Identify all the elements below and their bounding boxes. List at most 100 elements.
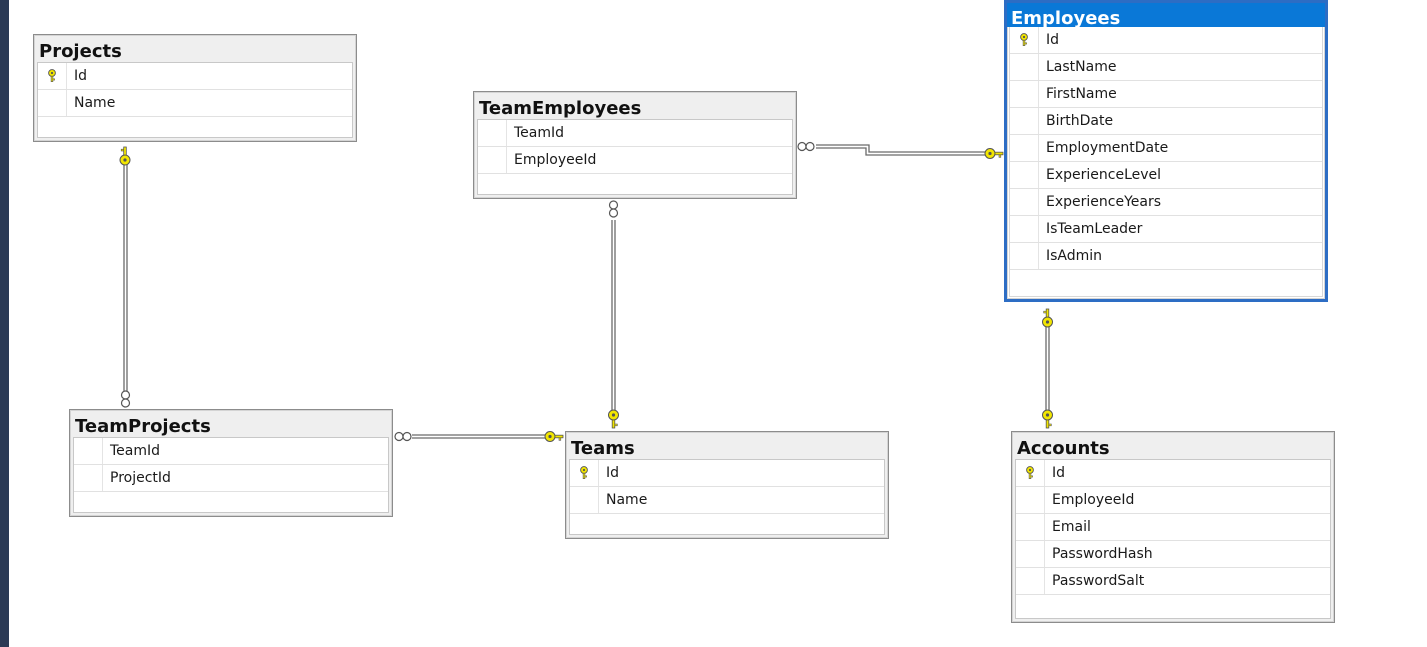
empty-column-row[interactable] bbox=[570, 514, 884, 541]
row-selector bbox=[1010, 27, 1039, 53]
column-name: Email bbox=[1052, 519, 1091, 535]
column-name: Name bbox=[74, 95, 116, 111]
infinity-icon bbox=[797, 141, 815, 152]
empty-column-row[interactable] bbox=[1016, 595, 1330, 622]
column-row[interactable]: IsTeamLeader bbox=[1010, 216, 1322, 243]
column-name: Name bbox=[606, 492, 648, 508]
column-name: Id bbox=[606, 465, 620, 481]
column-row[interactable]: Id bbox=[1016, 460, 1330, 487]
row-selector bbox=[74, 465, 103, 491]
column-row[interactable]: Id bbox=[1010, 27, 1322, 54]
table-title: Accounts bbox=[1017, 438, 1110, 459]
key-icon bbox=[119, 146, 131, 166]
key-icon bbox=[1042, 308, 1053, 328]
column-name: EmployeeId bbox=[514, 152, 597, 168]
empty-column-row[interactable] bbox=[74, 492, 388, 519]
key-icon bbox=[1042, 409, 1053, 429]
table-title: Teams bbox=[571, 438, 635, 459]
row-selector bbox=[1010, 243, 1039, 269]
column-row[interactable]: PasswordSalt bbox=[1016, 568, 1330, 595]
column-row[interactable]: Name bbox=[570, 487, 884, 514]
row-selector bbox=[1016, 460, 1045, 486]
relation-teamprojects-teams[interactable] bbox=[394, 431, 564, 442]
primary-key-icon bbox=[47, 69, 57, 83]
relation-employees-accounts[interactable] bbox=[1042, 308, 1053, 429]
row-selector bbox=[478, 147, 507, 173]
column-row[interactable]: Id bbox=[570, 460, 884, 487]
row-selector bbox=[1010, 189, 1039, 215]
column-name: IsAdmin bbox=[1046, 248, 1103, 264]
column-name: EmploymentDate bbox=[1046, 140, 1169, 156]
column-row[interactable]: LastName bbox=[1010, 54, 1322, 81]
row-selector bbox=[38, 63, 67, 89]
relation-projects-teamprojects[interactable] bbox=[119, 146, 131, 408]
column-row[interactable]: FirstName bbox=[1010, 81, 1322, 108]
row-selector bbox=[1016, 568, 1045, 594]
relation-teamemployees-employees[interactable] bbox=[797, 141, 1004, 159]
table-title: Projects bbox=[39, 41, 122, 62]
infinity-icon bbox=[120, 390, 131, 408]
row-selector bbox=[570, 487, 599, 513]
column-row[interactable]: EmploymentDate bbox=[1010, 135, 1322, 162]
column-row[interactable]: Id bbox=[38, 63, 352, 90]
column-name: ExperienceLevel bbox=[1046, 167, 1162, 183]
row-selector bbox=[478, 120, 507, 146]
empty-column-row[interactable] bbox=[478, 174, 792, 201]
column-row[interactable]: ExperienceYears bbox=[1010, 189, 1322, 216]
column-name: LastName bbox=[1046, 59, 1117, 75]
relation-teamemployees-teams[interactable] bbox=[608, 200, 619, 429]
window-left-edge bbox=[0, 0, 9, 647]
row-selector bbox=[570, 460, 599, 486]
empty-column-row[interactable] bbox=[38, 117, 352, 144]
empty-column-row[interactable] bbox=[1010, 270, 1322, 297]
primary-key-icon bbox=[1019, 33, 1029, 47]
row-selector bbox=[38, 90, 67, 116]
column-name: PasswordHash bbox=[1052, 546, 1153, 562]
table-title: Employees bbox=[1007, 3, 1325, 27]
column-row[interactable]: BirthDate bbox=[1010, 108, 1322, 135]
column-row[interactable]: TeamId bbox=[478, 120, 792, 147]
table-title: TeamProjects bbox=[75, 416, 211, 437]
row-selector bbox=[1016, 487, 1045, 513]
row-selector bbox=[1010, 81, 1039, 107]
key-icon bbox=[984, 148, 1004, 159]
column-name: FirstName bbox=[1046, 86, 1117, 102]
column-row[interactable]: Name bbox=[38, 90, 352, 117]
column-name: EmployeeId bbox=[1052, 492, 1135, 508]
column-name: TeamId bbox=[514, 125, 565, 141]
column-name: IsTeamLeader bbox=[1046, 221, 1143, 237]
key-icon bbox=[544, 431, 564, 442]
column-row[interactable]: ExperienceLevel bbox=[1010, 162, 1322, 189]
column-name: TeamId bbox=[110, 443, 161, 459]
infinity-icon bbox=[608, 200, 619, 218]
column-row[interactable]: TeamId bbox=[74, 438, 388, 465]
primary-key-icon bbox=[579, 466, 589, 480]
column-name: ExperienceYears bbox=[1046, 194, 1162, 210]
column-row[interactable]: IsAdmin bbox=[1010, 243, 1322, 270]
column-name: Id bbox=[74, 68, 88, 84]
column-row[interactable]: ProjectId bbox=[74, 465, 388, 492]
table-title: TeamEmployees bbox=[479, 98, 642, 119]
column-row[interactable]: PasswordHash bbox=[1016, 541, 1330, 568]
column-row[interactable]: EmployeeId bbox=[1016, 487, 1330, 514]
key-icon bbox=[608, 409, 619, 429]
row-selector bbox=[1016, 541, 1045, 567]
row-selector bbox=[1010, 108, 1039, 134]
row-selector bbox=[1016, 514, 1045, 540]
column-row[interactable]: Email bbox=[1016, 514, 1330, 541]
row-selector bbox=[74, 438, 103, 464]
column-row[interactable]: EmployeeId bbox=[478, 147, 792, 174]
